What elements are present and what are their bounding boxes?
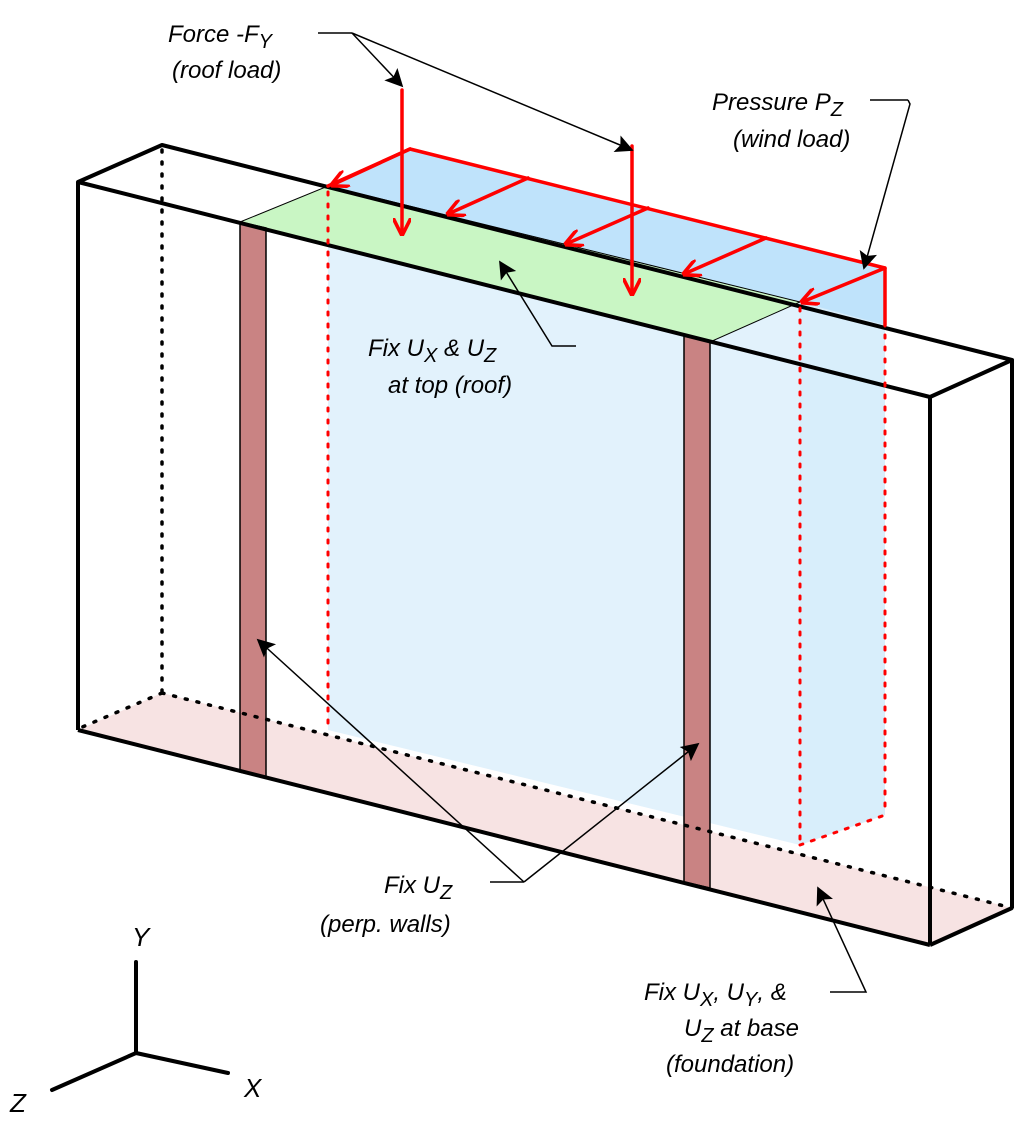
svg-text:at top (roof): at top (roof): [388, 372, 512, 399]
axis-z-label: Z: [9, 1088, 27, 1118]
svg-text:Pressure PZ: Pressure PZ: [712, 89, 844, 121]
coordinate-axes: [50, 960, 230, 1092]
svg-text:(foundation): (foundation): [666, 1051, 794, 1078]
force-arrows: [402, 88, 632, 294]
base-face: [78, 693, 1012, 945]
wall-face: [328, 186, 800, 845]
svg-text:UZ at base: UZ at base: [684, 1015, 799, 1047]
svg-text:(perp. walls): (perp. walls): [320, 911, 451, 938]
svg-text:Force -FY: Force -FY: [168, 21, 274, 53]
walls-fix-label: Fix UZ (perp. walls): [320, 872, 453, 938]
pressure-face-edges: [326, 190, 887, 847]
pressure-label: Pressure PZ (wind load): [712, 89, 850, 153]
force-label: Force -FY (roof load): [168, 21, 281, 84]
svg-text:(roof load): (roof load): [172, 57, 281, 84]
box-outline: [76, 143, 1014, 947]
svg-text:(wind load): (wind load): [733, 126, 850, 153]
leader-lines: [256, 32, 911, 993]
hidden-edges: [78, 148, 1014, 910]
svg-text:Fix UX & UZ: Fix UX & UZ: [368, 335, 497, 367]
svg-text:Fix UZ: Fix UZ: [384, 872, 453, 904]
axis-y-label: Y: [132, 922, 151, 952]
perp-wall-left: [239, 221, 267, 779]
base-fix-label: Fix UX, UY, & UZ at base (foundation): [644, 979, 799, 1078]
svg-text:Fix UX, UY, &: Fix UX, UY, &: [644, 979, 787, 1011]
axis-x-label: X: [243, 1073, 263, 1103]
top-fix-label: Fix UX & UZ at top (roof): [368, 335, 512, 399]
wall-face-right: [800, 268, 885, 845]
perp-wall-right: [683, 335, 711, 889]
pressure-panel: [328, 149, 885, 325]
pressure-load: [326, 147, 887, 327]
